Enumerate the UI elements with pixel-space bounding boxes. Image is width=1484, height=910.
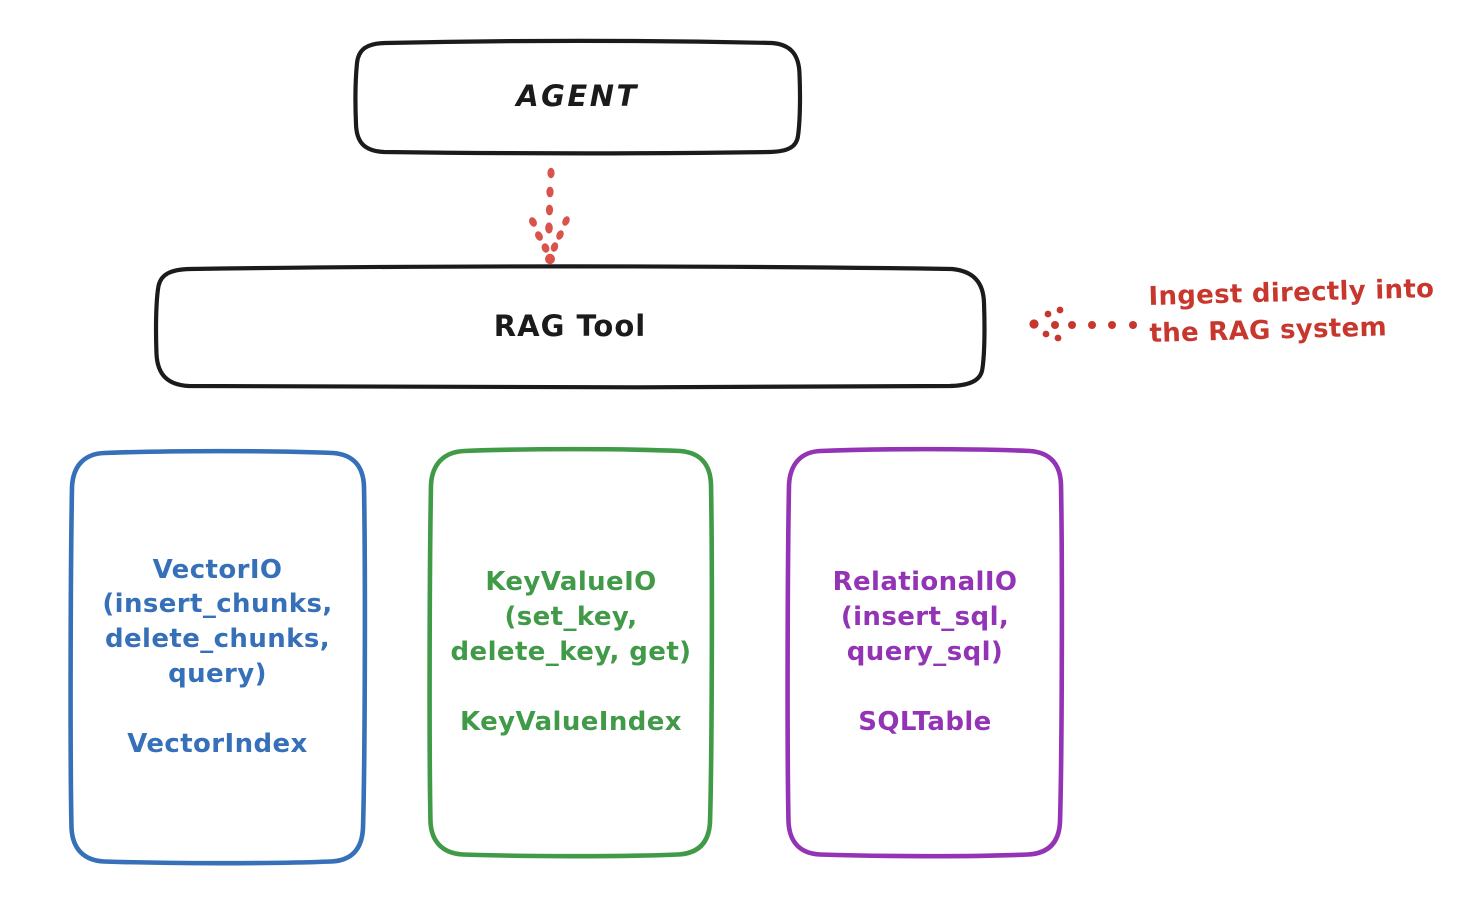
node-key-value-io[interactable]: KeyValueIO (set_key, delete_key, get) Ke… — [430, 450, 712, 855]
node-key-value-io-label: KeyValueIO (set_key, delete_key, get) Ke… — [450, 567, 692, 737]
node-vector-io-label: VectorIO (insert_chunks, delete_chunks, … — [102, 554, 333, 759]
node-vector-io[interactable]: VectorIO (insert_chunks, delete_chunks, … — [70, 452, 365, 862]
rag-tool-box-outline — [153, 264, 987, 390]
node-relational-io[interactable]: RelationalIO (insert_sql, query_sql) SQL… — [788, 450, 1062, 855]
key-value-io-box-outline — [427, 446, 715, 859]
vector-io-box-outline — [68, 448, 368, 866]
node-relational-io-label: RelationalIO (insert_sql, query_sql) SQL… — [832, 567, 1018, 737]
ingest-dotted-arrow — [1029, 306, 1137, 342]
node-rag-tool-label: RAG Tool — [493, 308, 647, 343]
node-agent[interactable]: AGENT — [355, 42, 800, 152]
agent-to-rag-dotted-arrow — [529, 167, 570, 265]
annotation-ingest: Ingest directly into the RAG system — [1148, 274, 1478, 353]
relational-io-box-outline — [785, 446, 1065, 859]
node-agent-label: AGENT — [516, 79, 639, 114]
annotation-ingest-text: Ingest directly into the RAG system — [1148, 274, 1435, 349]
node-rag-tool[interactable]: RAG Tool — [155, 268, 985, 385]
agent-box-outline — [353, 38, 803, 156]
